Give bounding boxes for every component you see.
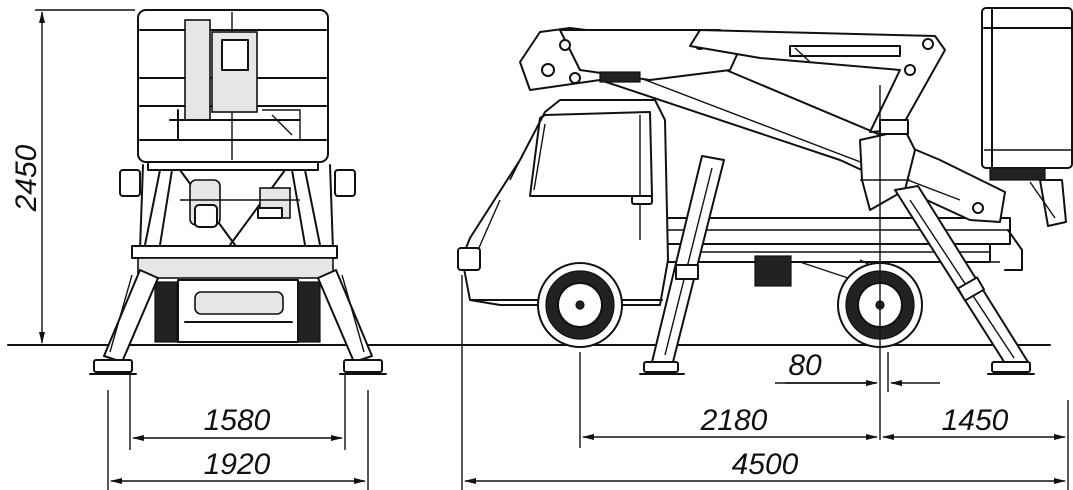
front-column (144, 161, 321, 246)
rear-overhang-label: 1450 (942, 404, 1009, 437)
front-platform-basket (137, 9, 329, 163)
track-outer-label: 1920 (204, 448, 271, 481)
side-rear-outrigger (894, 185, 1035, 375)
front-outriggers (89, 269, 387, 375)
wheelbase-label: 2180 (700, 404, 768, 437)
side-front-outrigger (639, 155, 725, 375)
side-dimensions (461, 275, 1069, 490)
overall-length-label: 4500 (732, 448, 799, 481)
right-mirror (334, 169, 356, 197)
height-dimension-label: 2450 (10, 144, 43, 212)
side-frame (659, 217, 1023, 287)
track-inner-label: 1580 (204, 404, 271, 437)
height-dimension (35, 9, 135, 344)
front-wheel (537, 262, 623, 348)
front-view (35, 9, 387, 490)
left-mirror (119, 169, 141, 197)
offset-label: 80 (788, 349, 822, 382)
side-cab (457, 99, 669, 306)
rear-basket (981, 7, 1073, 227)
front-chassis (131, 245, 338, 343)
side-view (457, 7, 1073, 490)
boom-assembly (519, 27, 1006, 223)
track-dimensions (107, 375, 369, 490)
